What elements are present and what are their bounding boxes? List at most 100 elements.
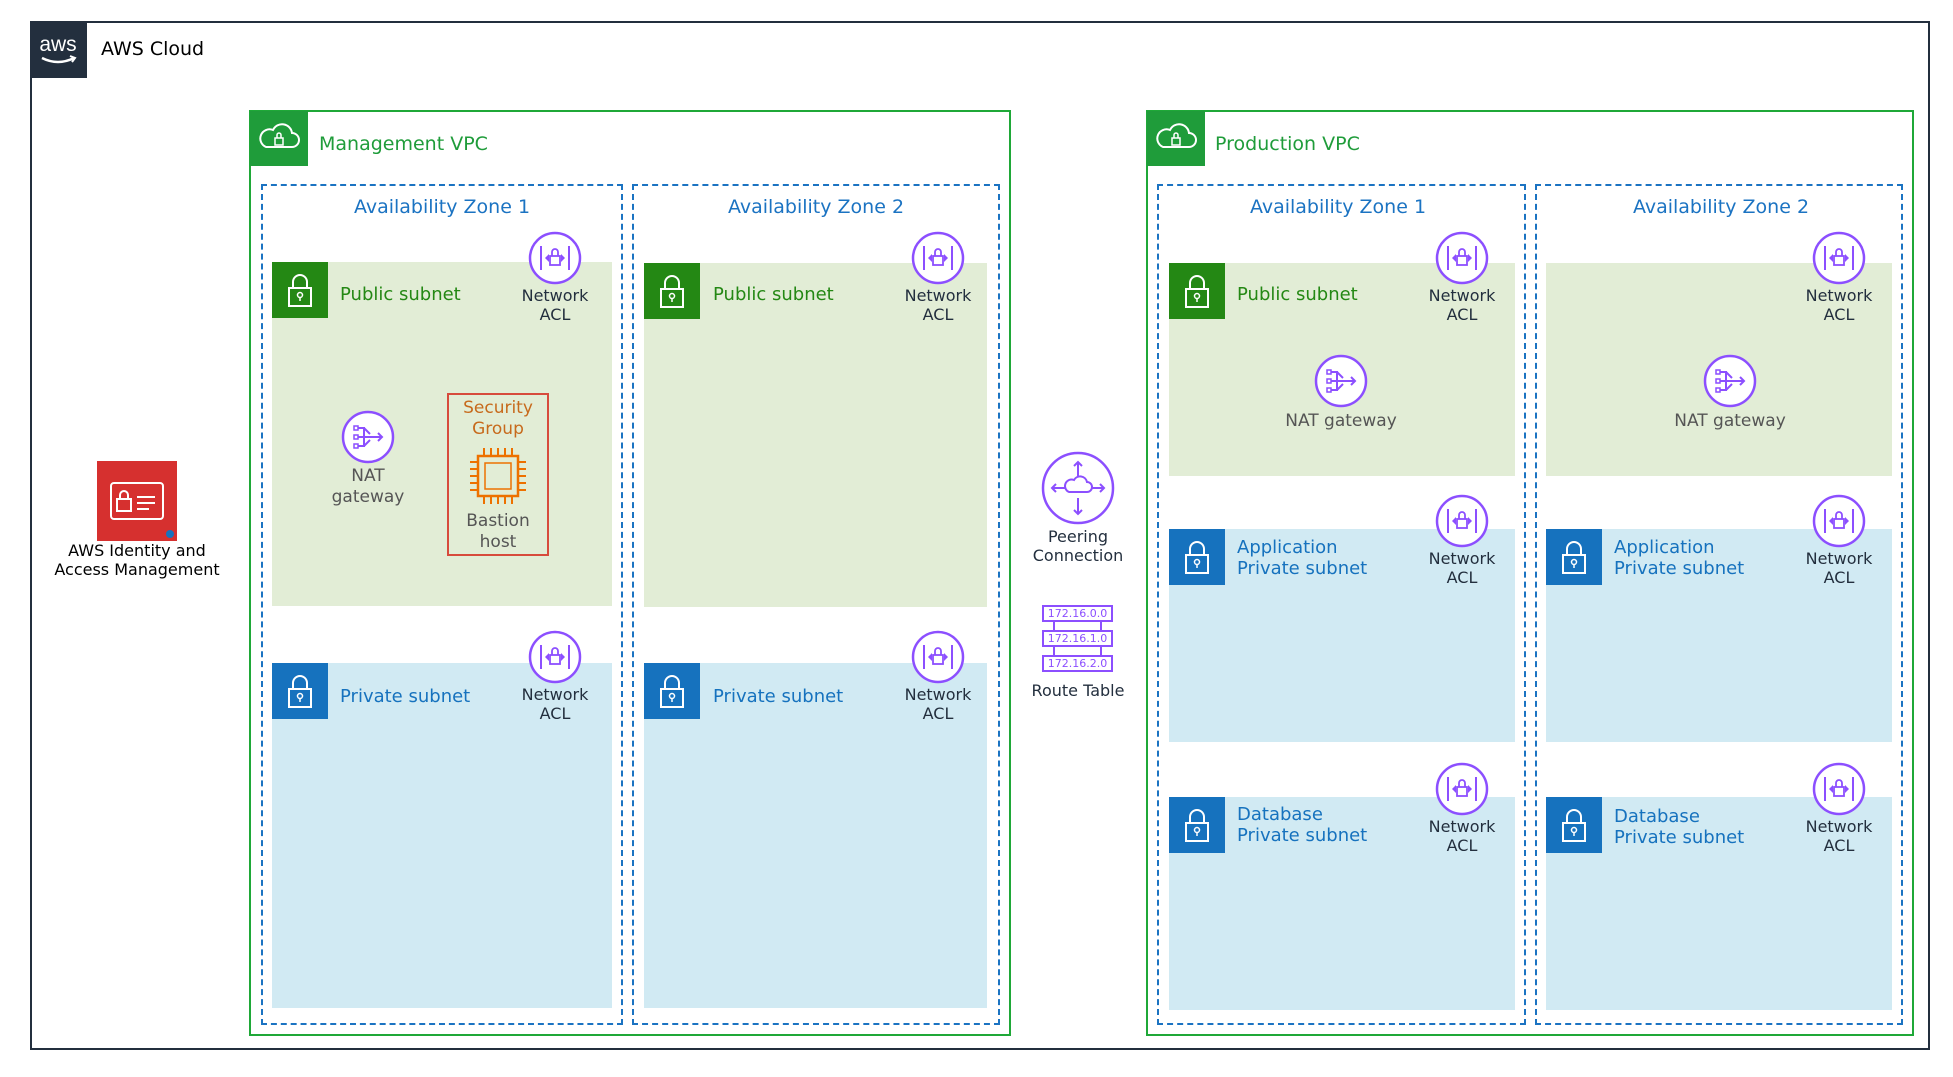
subnet-lock-icon — [644, 663, 700, 719]
acl-line1: Network — [904, 685, 972, 704]
prod-az2 — [1535, 184, 1903, 1025]
acl-line1: Network — [1805, 549, 1873, 568]
mgmt-az2-public-subnet — [644, 263, 987, 607]
network-acl-icon[interactable] — [528, 231, 582, 285]
mgmt-az1-public-subnet — [272, 262, 612, 606]
route-connector — [1100, 622, 1102, 630]
vpc-cloud-lock-icon — [1147, 111, 1205, 166]
acl-line1: Network — [1805, 817, 1873, 836]
iam-label-line1: AWS Identity and — [68, 541, 206, 560]
mgmt-az2-private-subnet-label: Private subnet — [713, 686, 844, 707]
network-acl-icon[interactable] — [1435, 494, 1489, 548]
acl-line2: ACL — [1446, 568, 1478, 587]
peering-line1: Peering — [1047, 527, 1109, 546]
acl-line2: ACL — [539, 305, 571, 324]
iam-label-line2: Access Management — [54, 560, 220, 579]
prod-az2-db-subnet-label: Database Private subnet — [1614, 806, 1744, 848]
route-connector — [1100, 647, 1102, 655]
mgmt-az1-private-subnet-label: Private subnet — [340, 686, 471, 707]
subnet-lock-icon — [1169, 797, 1225, 853]
acl-line1: Network — [1805, 286, 1873, 305]
svg-text:aws: aws — [39, 33, 76, 56]
aws-cloud-title: AWS Cloud — [101, 38, 205, 60]
mgmt-az2-title: Availability Zone 2 — [727, 196, 905, 218]
network-acl-icon[interactable] — [1812, 494, 1866, 548]
prod-az1-title: Availability Zone 1 — [1249, 196, 1427, 218]
nat-gateway-icon[interactable] — [1703, 354, 1757, 408]
mgmt-az2-private-subnet — [644, 663, 987, 1008]
prod-az1-db-subnet — [1169, 797, 1515, 1010]
network-acl-icon[interactable] — [1435, 231, 1489, 285]
route-row: 172.16.2.0 — [1042, 655, 1113, 672]
prod-az1-app-subnet — [1169, 529, 1515, 742]
aws-logo-icon: aws — [30, 21, 87, 78]
security-group — [447, 393, 549, 556]
route-table-label: Route Table — [1031, 681, 1125, 700]
security-group-line2: Group — [472, 419, 524, 439]
nat-gateway-label: NAT gateway — [1285, 411, 1397, 431]
app-line2: Private subnet — [1237, 558, 1368, 579]
management-vpc-title: Management VPC — [319, 133, 488, 155]
subnet-lock-icon — [644, 263, 700, 319]
network-acl-icon[interactable] — [528, 630, 582, 684]
acl-line2: ACL — [1446, 305, 1478, 324]
iam-icon[interactable] — [97, 461, 177, 541]
acl-line2: ACL — [1823, 305, 1855, 324]
network-acl-icon[interactable] — [1435, 762, 1489, 816]
route-table-icon[interactable]: 172.16.0.0 172.16.1.0 172.16.2.0 — [1040, 603, 1116, 676]
db-line1: Database — [1614, 806, 1700, 827]
nat-label-line1: NAT — [351, 466, 385, 486]
acl-line1: Network — [904, 286, 972, 305]
app-line1: Application — [1614, 537, 1715, 558]
vpc-cloud-lock-icon — [250, 111, 308, 166]
acl-line1: Network — [521, 685, 589, 704]
mgmt-az1 — [261, 184, 623, 1025]
prod-az1-app-subnet-label: Application Private subnet — [1237, 537, 1367, 579]
route-row: 172.16.0.0 — [1042, 605, 1113, 622]
mgmt-az1-title: Availability Zone 1 — [353, 196, 531, 218]
network-acl-icon[interactable] — [911, 630, 965, 684]
nat-gateway-label: NAT gateway — [1674, 411, 1786, 431]
prod-az2-app-subnet-label: Application Private subnet — [1614, 537, 1744, 579]
subnet-lock-icon — [1169, 529, 1225, 585]
aws-cloud-boundary — [30, 21, 1930, 1050]
acl-line1: Network — [1428, 549, 1496, 568]
acl-line2: ACL — [1446, 836, 1478, 855]
subnet-lock-icon — [1546, 797, 1602, 853]
subnet-lock-icon — [272, 663, 328, 719]
nat-gateway-icon[interactable] — [341, 410, 395, 464]
route-connector — [1053, 622, 1055, 630]
network-acl-icon[interactable] — [1812, 231, 1866, 285]
network-acl-icon[interactable] — [911, 231, 965, 285]
iam-label: AWS Identity and Access Management — [40, 541, 234, 579]
acl-line2: ACL — [922, 305, 954, 324]
mgmt-az2 — [632, 184, 1000, 1025]
bastion-label-line2: host — [479, 532, 517, 552]
mgmt-az1-private-subnet — [272, 663, 612, 1008]
acl-line2: ACL — [1823, 836, 1855, 855]
network-acl-icon[interactable] — [1812, 762, 1866, 816]
route-row: 172.16.1.0 — [1042, 630, 1113, 647]
ec2-instance-icon[interactable] — [465, 444, 531, 508]
prod-az1-db-subnet-label: Database Private subnet — [1237, 804, 1367, 846]
prod-az1-public-subnet-label: Public subnet — [1237, 284, 1358, 305]
peering-connection-icon[interactable] — [1040, 450, 1116, 526]
nat-gateway-label: NAT gateway — [318, 466, 418, 508]
mgmt-az1-public-subnet-label: Public subnet — [340, 284, 461, 305]
acl-line1: Network — [521, 286, 589, 305]
prod-az2-db-subnet — [1546, 797, 1892, 1010]
mgmt-az2-public-subnet-label: Public subnet — [713, 284, 834, 305]
nat-gateway-icon[interactable] — [1314, 354, 1368, 408]
acl-line1: Network — [1428, 286, 1496, 305]
db-line1: Database — [1237, 804, 1323, 825]
security-group-line1: Security — [463, 398, 533, 418]
bastion-host-label: Bastion host — [447, 511, 549, 553]
bastion-label-line1: Bastion — [466, 511, 530, 531]
acl-line2: ACL — [539, 704, 571, 723]
